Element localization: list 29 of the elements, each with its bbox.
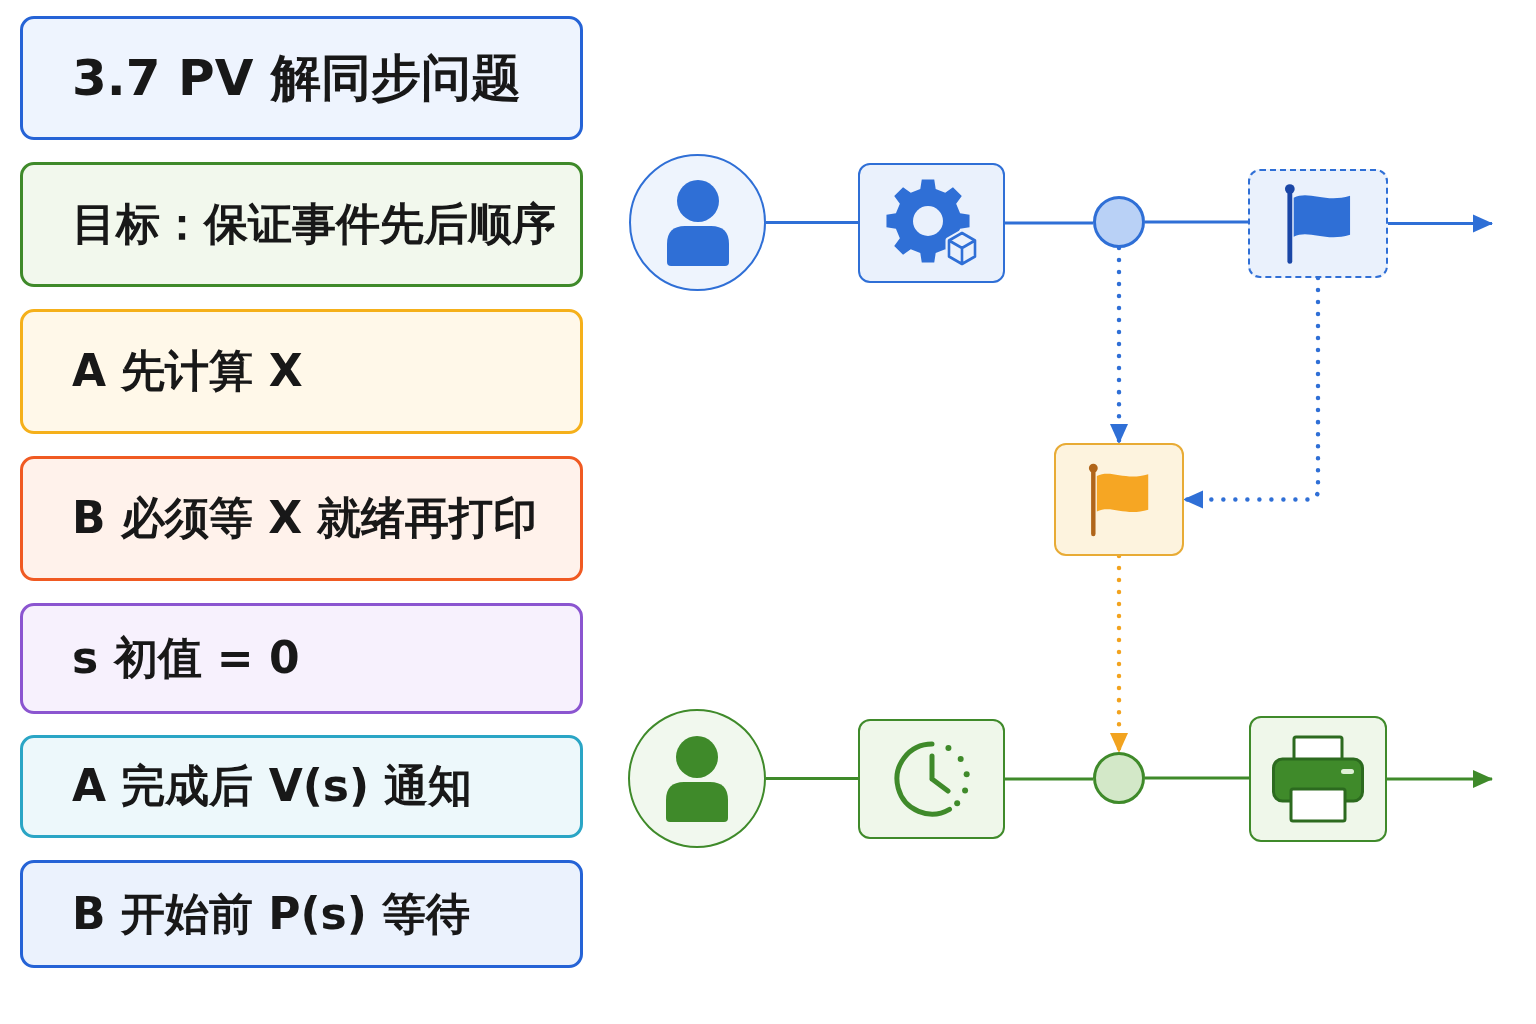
printer-tile xyxy=(1249,716,1387,842)
note-card xyxy=(20,309,583,434)
connector-line xyxy=(1005,221,1093,225)
connector-line xyxy=(1145,776,1249,780)
note-text: A 完成后 V(s) 通知 xyxy=(72,760,473,813)
note-card xyxy=(20,456,583,581)
note-card xyxy=(20,860,583,968)
note-card xyxy=(20,735,583,838)
flag-tile xyxy=(1054,443,1184,556)
note-text: 目标：保证事件先后顺序 xyxy=(72,198,556,251)
note-card xyxy=(20,162,583,287)
arrow xyxy=(1388,214,1493,233)
process-tile xyxy=(858,163,1005,283)
title-text: 3.7 PV 解同步问题 xyxy=(72,48,521,108)
connector-line xyxy=(766,777,858,780)
note-text: A 先计算 X xyxy=(72,345,303,398)
flag-tile xyxy=(1248,169,1388,278)
junction-circle xyxy=(1093,752,1145,804)
connector-line xyxy=(1005,777,1093,781)
note-card xyxy=(20,603,583,714)
junction-circle xyxy=(1093,196,1145,248)
title-card xyxy=(20,16,583,140)
connector-line xyxy=(1145,220,1248,224)
note-text: B 开始前 P(s) 等待 xyxy=(72,887,471,941)
connector-line xyxy=(766,221,858,224)
note-text: s 初值 = 0 xyxy=(72,632,300,685)
note-text: B 必须等 X 就绪再打印 xyxy=(72,492,538,545)
timer-tile xyxy=(858,719,1005,839)
arrow xyxy=(1387,770,1493,788)
